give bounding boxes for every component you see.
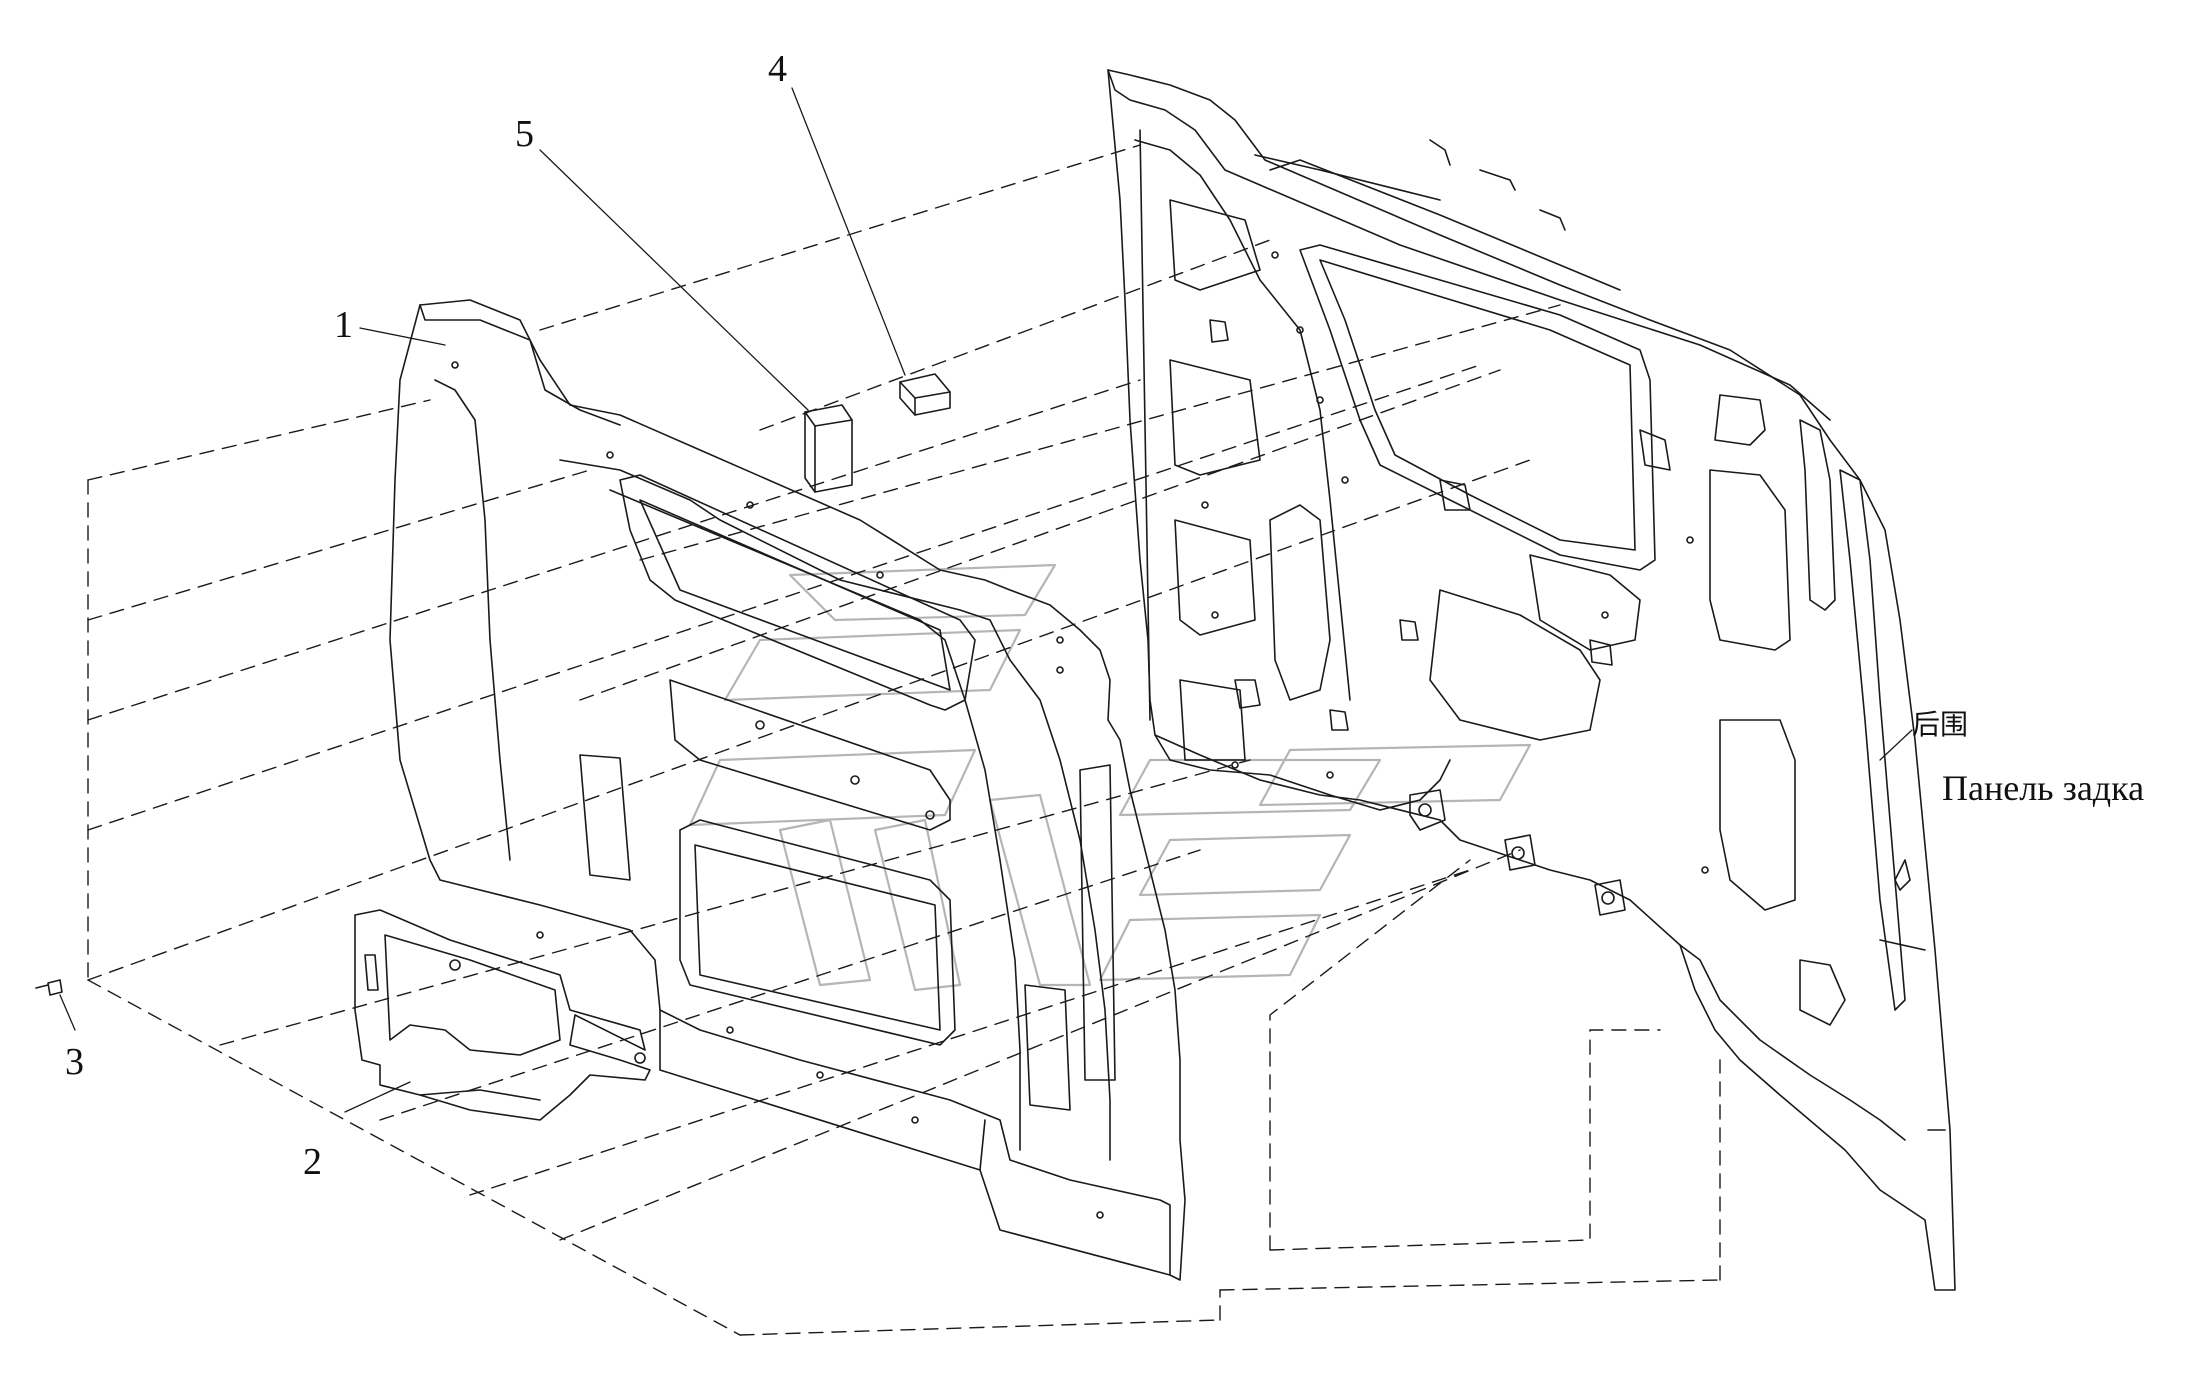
leader-lines — [59, 87, 1913, 1113]
rear-panel-chinese-label: 后围 — [1912, 710, 1969, 741]
part-3-screw — [35, 979, 63, 996]
rear-panel — [1107, 69, 1956, 1291]
callout-5-label: 5 — [515, 113, 534, 155]
part-4-pad — [899, 373, 951, 416]
callout-4-label: 4 — [768, 48, 787, 90]
assembly-dashed-lines — [87, 144, 1721, 1336]
rear-panel-russian-label: Панель задка — [1942, 768, 2145, 808]
callout-1-label: 1 — [334, 304, 353, 346]
watermark-logo — [688, 563, 1532, 992]
part-1-trim-panel — [389, 299, 1186, 1281]
callout-3-label: 3 — [65, 1041, 84, 1083]
part-2-lower-cover — [354, 909, 651, 1121]
callout-2-label: 2 — [303, 1141, 322, 1183]
part-5-box — [804, 404, 853, 493]
